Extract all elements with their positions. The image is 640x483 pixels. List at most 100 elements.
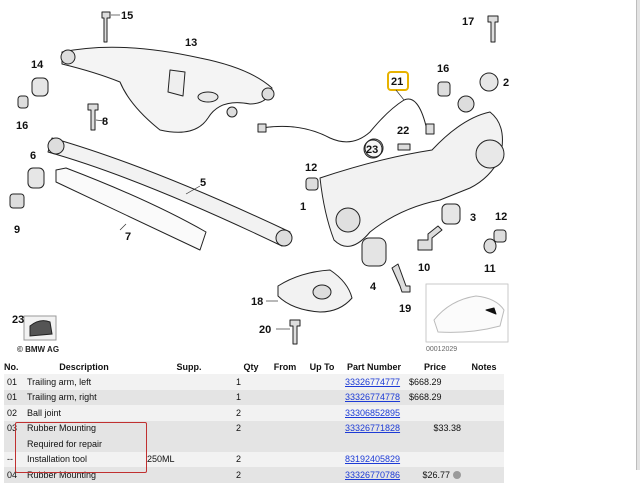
part-number-link[interactable]: 33326774778 bbox=[345, 392, 401, 403]
callout-22[interactable]: 22 bbox=[397, 125, 409, 137]
part-6-bushing[interactable] bbox=[27, 167, 45, 189]
cell-supp bbox=[144, 467, 234, 483]
cell-no: 02 bbox=[4, 405, 24, 421]
callout-4[interactable]: 4 bbox=[370, 281, 377, 293]
part-15-bolt[interactable] bbox=[101, 11, 111, 43]
part-22-screw[interactable] bbox=[397, 143, 411, 151]
cell-from bbox=[268, 451, 302, 467]
cell-qty: 2 bbox=[234, 467, 268, 483]
callout-9[interactable]: 9 bbox=[14, 224, 20, 236]
cell-price bbox=[406, 436, 464, 452]
cell-no: 01 bbox=[4, 389, 24, 405]
part-number-link[interactable]: 83192405829 bbox=[345, 454, 401, 465]
callout-15[interactable]: 15 bbox=[121, 10, 133, 22]
part-16-nut-right[interactable] bbox=[437, 81, 451, 97]
callout-8[interactable]: 8 bbox=[102, 116, 108, 128]
table-row: 02 Ball joint 2 33306852895 bbox=[4, 405, 504, 421]
part-number-link[interactable]: 33306852895 bbox=[345, 407, 401, 418]
cell-description: Required for repair bbox=[24, 436, 144, 452]
cell-description: Trailing arm, left bbox=[24, 374, 144, 390]
cell-supp bbox=[144, 405, 234, 421]
callout-21[interactable]: 21 bbox=[391, 76, 403, 88]
header-price: Price bbox=[406, 359, 464, 374]
part-19-bolt[interactable] bbox=[391, 263, 411, 293]
callout-13[interactable]: 13 bbox=[185, 37, 197, 49]
callout-6[interactable]: 6 bbox=[30, 150, 36, 162]
callout-1[interactable]: 1 bbox=[300, 201, 306, 213]
cell-no: 04 bbox=[4, 467, 24, 483]
parts-table: No. Description Supp. Qty From Up To Par… bbox=[4, 359, 504, 483]
part-13-upper-arm[interactable] bbox=[61, 46, 273, 133]
table-row: 01 Trailing arm, right 1 33326774778 $66… bbox=[4, 389, 504, 405]
part-17-bolt[interactable] bbox=[487, 15, 499, 43]
part-number-link[interactable]: 33326770786 bbox=[345, 469, 401, 480]
callout-19[interactable]: 19 bbox=[399, 303, 411, 315]
cell-notes bbox=[464, 451, 504, 467]
part-20-screw[interactable] bbox=[289, 319, 301, 345]
cell-from bbox=[268, 436, 302, 452]
cell-supp bbox=[144, 436, 234, 452]
scrollbar[interactable] bbox=[636, 0, 640, 470]
callout-11[interactable]: 11 bbox=[484, 263, 496, 275]
part-16-nut-left[interactable] bbox=[17, 95, 29, 109]
cell-from bbox=[268, 420, 302, 436]
part-9-nut[interactable] bbox=[9, 193, 25, 209]
callout-16-right[interactable]: 16 bbox=[437, 63, 449, 75]
part-12-nut-left[interactable] bbox=[305, 177, 319, 191]
header-part-number: Part Number bbox=[342, 359, 406, 374]
part-11-washer[interactable] bbox=[483, 238, 497, 254]
cell-description: Ball joint bbox=[24, 405, 144, 421]
cell-upto bbox=[302, 389, 342, 405]
cell-from bbox=[268, 467, 302, 483]
cell-notes bbox=[464, 389, 504, 405]
part-14-bushing[interactable] bbox=[31, 77, 49, 97]
cell-qty: 1 bbox=[234, 389, 268, 405]
part-1-trailing-arm[interactable] bbox=[319, 111, 503, 247]
cell-supp bbox=[144, 374, 234, 390]
part-2-ball-joint[interactable] bbox=[479, 72, 499, 92]
callout-2[interactable]: 2 bbox=[503, 77, 509, 89]
cell-no: -- bbox=[4, 451, 24, 467]
part-23-tool[interactable] bbox=[23, 315, 57, 341]
table-row: -- Installation tool 250ML 2 83192405829 bbox=[4, 451, 504, 467]
part-23-clip[interactable] bbox=[364, 138, 384, 158]
table-row: 04 Rubber Mounting 2 33326770786 $26.77 bbox=[4, 467, 504, 483]
callout-5[interactable]: 5 bbox=[200, 177, 206, 189]
cell-qty: 2 bbox=[234, 420, 268, 436]
callout-18[interactable]: 18 bbox=[251, 296, 263, 308]
header-description: Description bbox=[24, 359, 144, 374]
callout-16-left[interactable]: 16 bbox=[16, 120, 28, 132]
callout-12-left[interactable]: 12 bbox=[305, 162, 317, 174]
table-row: 03 Rubber Mounting 2 33326771828 $33.38 bbox=[4, 420, 504, 436]
part-4-rubber-mounting[interactable] bbox=[361, 237, 387, 267]
table-row: Required for repair bbox=[4, 436, 504, 452]
callout-17[interactable]: 17 bbox=[462, 16, 474, 28]
cell-qty bbox=[234, 436, 268, 452]
cell-from bbox=[268, 374, 302, 390]
callout-12-right[interactable]: 12 bbox=[495, 211, 507, 223]
callout-10[interactable]: 10 bbox=[418, 262, 430, 274]
part-8-bolt[interactable] bbox=[87, 103, 99, 131]
part-number-link[interactable]: 33326774777 bbox=[345, 376, 401, 387]
callout-3[interactable]: 3 bbox=[470, 212, 476, 224]
cell-part-number bbox=[342, 436, 406, 452]
part-21-sensor-cable[interactable] bbox=[261, 98, 435, 143]
part-number-link[interactable]: 33326771828 bbox=[345, 423, 401, 434]
callout-20[interactable]: 20 bbox=[259, 324, 271, 336]
cell-notes bbox=[464, 420, 504, 436]
part-10-bolt[interactable] bbox=[417, 225, 443, 251]
cell-price bbox=[406, 405, 464, 421]
cell-qty: 2 bbox=[234, 405, 268, 421]
part-3-bushing[interactable] bbox=[441, 203, 461, 225]
callout-14[interactable]: 14 bbox=[31, 59, 44, 71]
cell-description: Rubber Mounting bbox=[24, 467, 144, 483]
cart-icon[interactable] bbox=[453, 471, 461, 480]
cell-from bbox=[268, 389, 302, 405]
callout-23[interactable]: 23 bbox=[366, 144, 378, 156]
callout-7[interactable]: 7 bbox=[125, 231, 131, 243]
part-7-cover[interactable] bbox=[55, 167, 207, 251]
callout-23-tool[interactable]: 23 bbox=[12, 314, 24, 326]
part-12-nut-right[interactable] bbox=[493, 229, 507, 243]
cell-qty: 2 bbox=[234, 451, 268, 467]
cell-supp bbox=[144, 389, 234, 405]
